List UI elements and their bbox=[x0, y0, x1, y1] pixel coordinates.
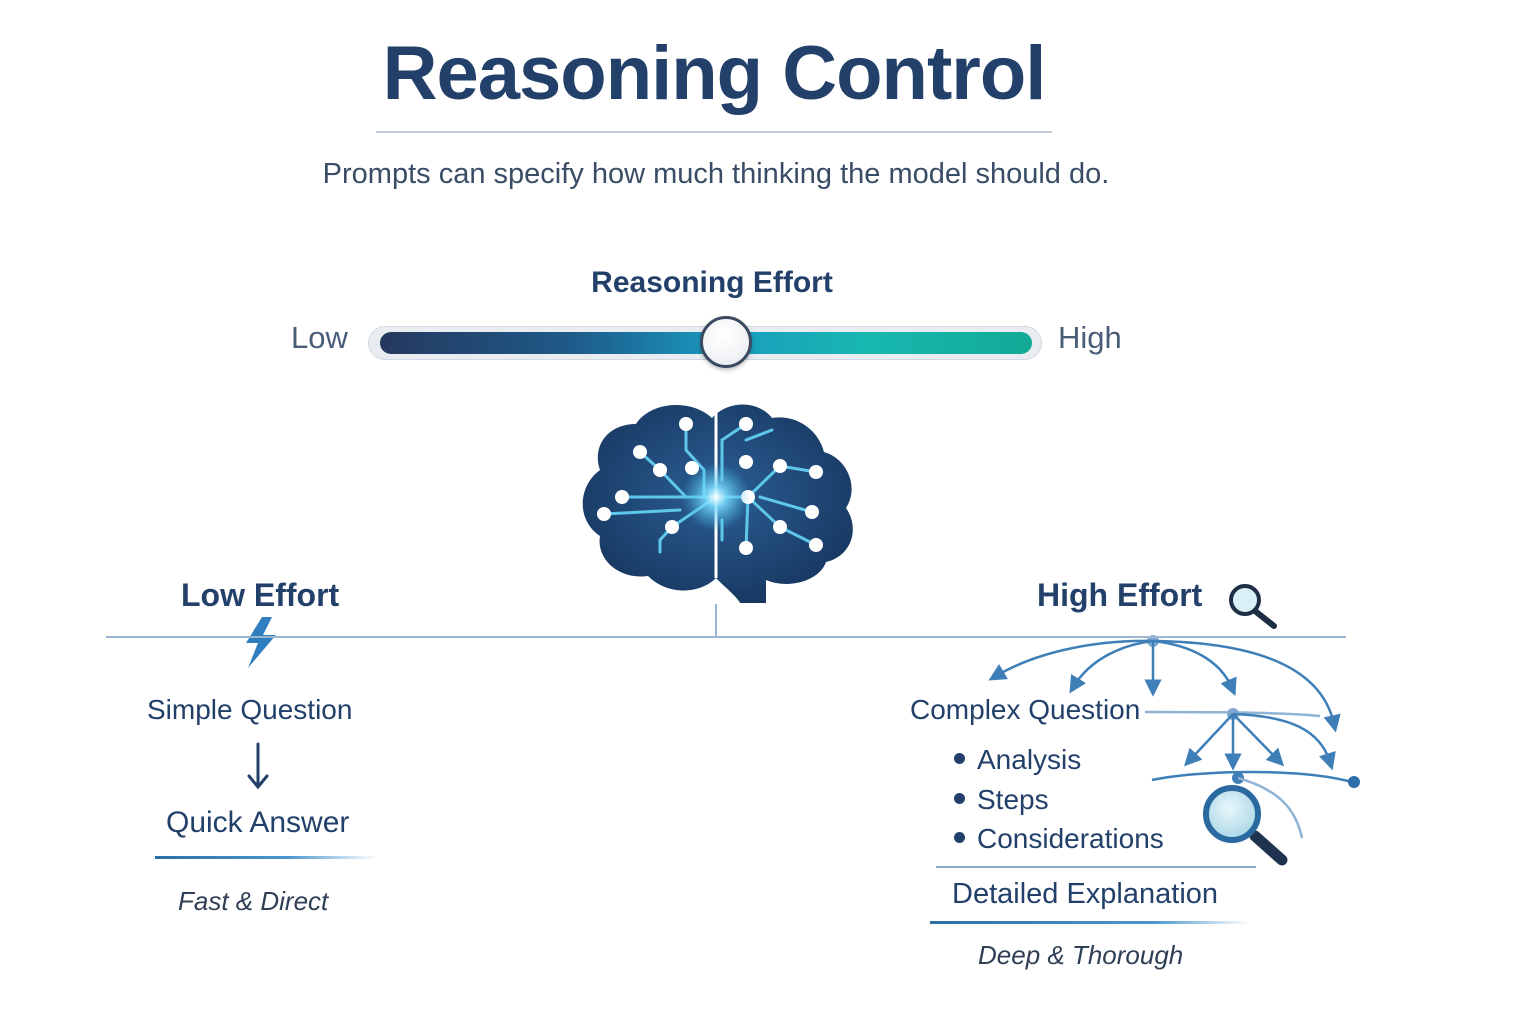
list-item: Considerations bbox=[954, 819, 1164, 859]
magnifier-large-icon bbox=[1203, 785, 1288, 866]
detail-divider bbox=[936, 866, 1256, 868]
slider-high-label: High bbox=[1058, 320, 1122, 355]
high-effort-heading: High Effort bbox=[1037, 577, 1203, 613]
list-item: Analysis bbox=[954, 740, 1164, 780]
page-title: Reasoning Control bbox=[382, 31, 1047, 116]
section-divider bbox=[106, 636, 1346, 638]
detailed-explanation-underline bbox=[930, 921, 1250, 924]
slider-title: Reasoning Effort bbox=[591, 266, 833, 299]
high-effort-note: Deep & Thorough bbox=[978, 940, 1184, 970]
detailed-explanation-label: Detailed Explanation bbox=[952, 878, 1219, 910]
reasoning-branches bbox=[988, 635, 1360, 839]
quick-answer-underline bbox=[155, 856, 377, 859]
low-effort-note: Fast & Direct bbox=[178, 886, 329, 916]
page-subtitle: Prompts can specify how much thinking th… bbox=[322, 158, 1110, 190]
center-divider-tick bbox=[715, 604, 717, 636]
arrow-down-icon bbox=[247, 742, 269, 790]
slider-low-label: Low bbox=[291, 320, 348, 355]
magnifier-icon bbox=[1229, 584, 1277, 629]
quick-answer-label: Quick Answer bbox=[166, 806, 350, 839]
low-effort-heading: Low Effort bbox=[181, 577, 340, 613]
slider-knob[interactable] bbox=[699, 316, 752, 368]
list-item: Steps bbox=[954, 780, 1164, 820]
title-underline bbox=[376, 131, 1052, 133]
brain-circuit-icon bbox=[582, 404, 853, 603]
lightning-bolt-icon bbox=[246, 617, 276, 668]
simple-question-label: Simple Question bbox=[147, 694, 353, 725]
reasoning-steps-list: Analysis Steps Considerations bbox=[954, 740, 1164, 859]
complex-question-label: Complex Question bbox=[910, 694, 1141, 725]
